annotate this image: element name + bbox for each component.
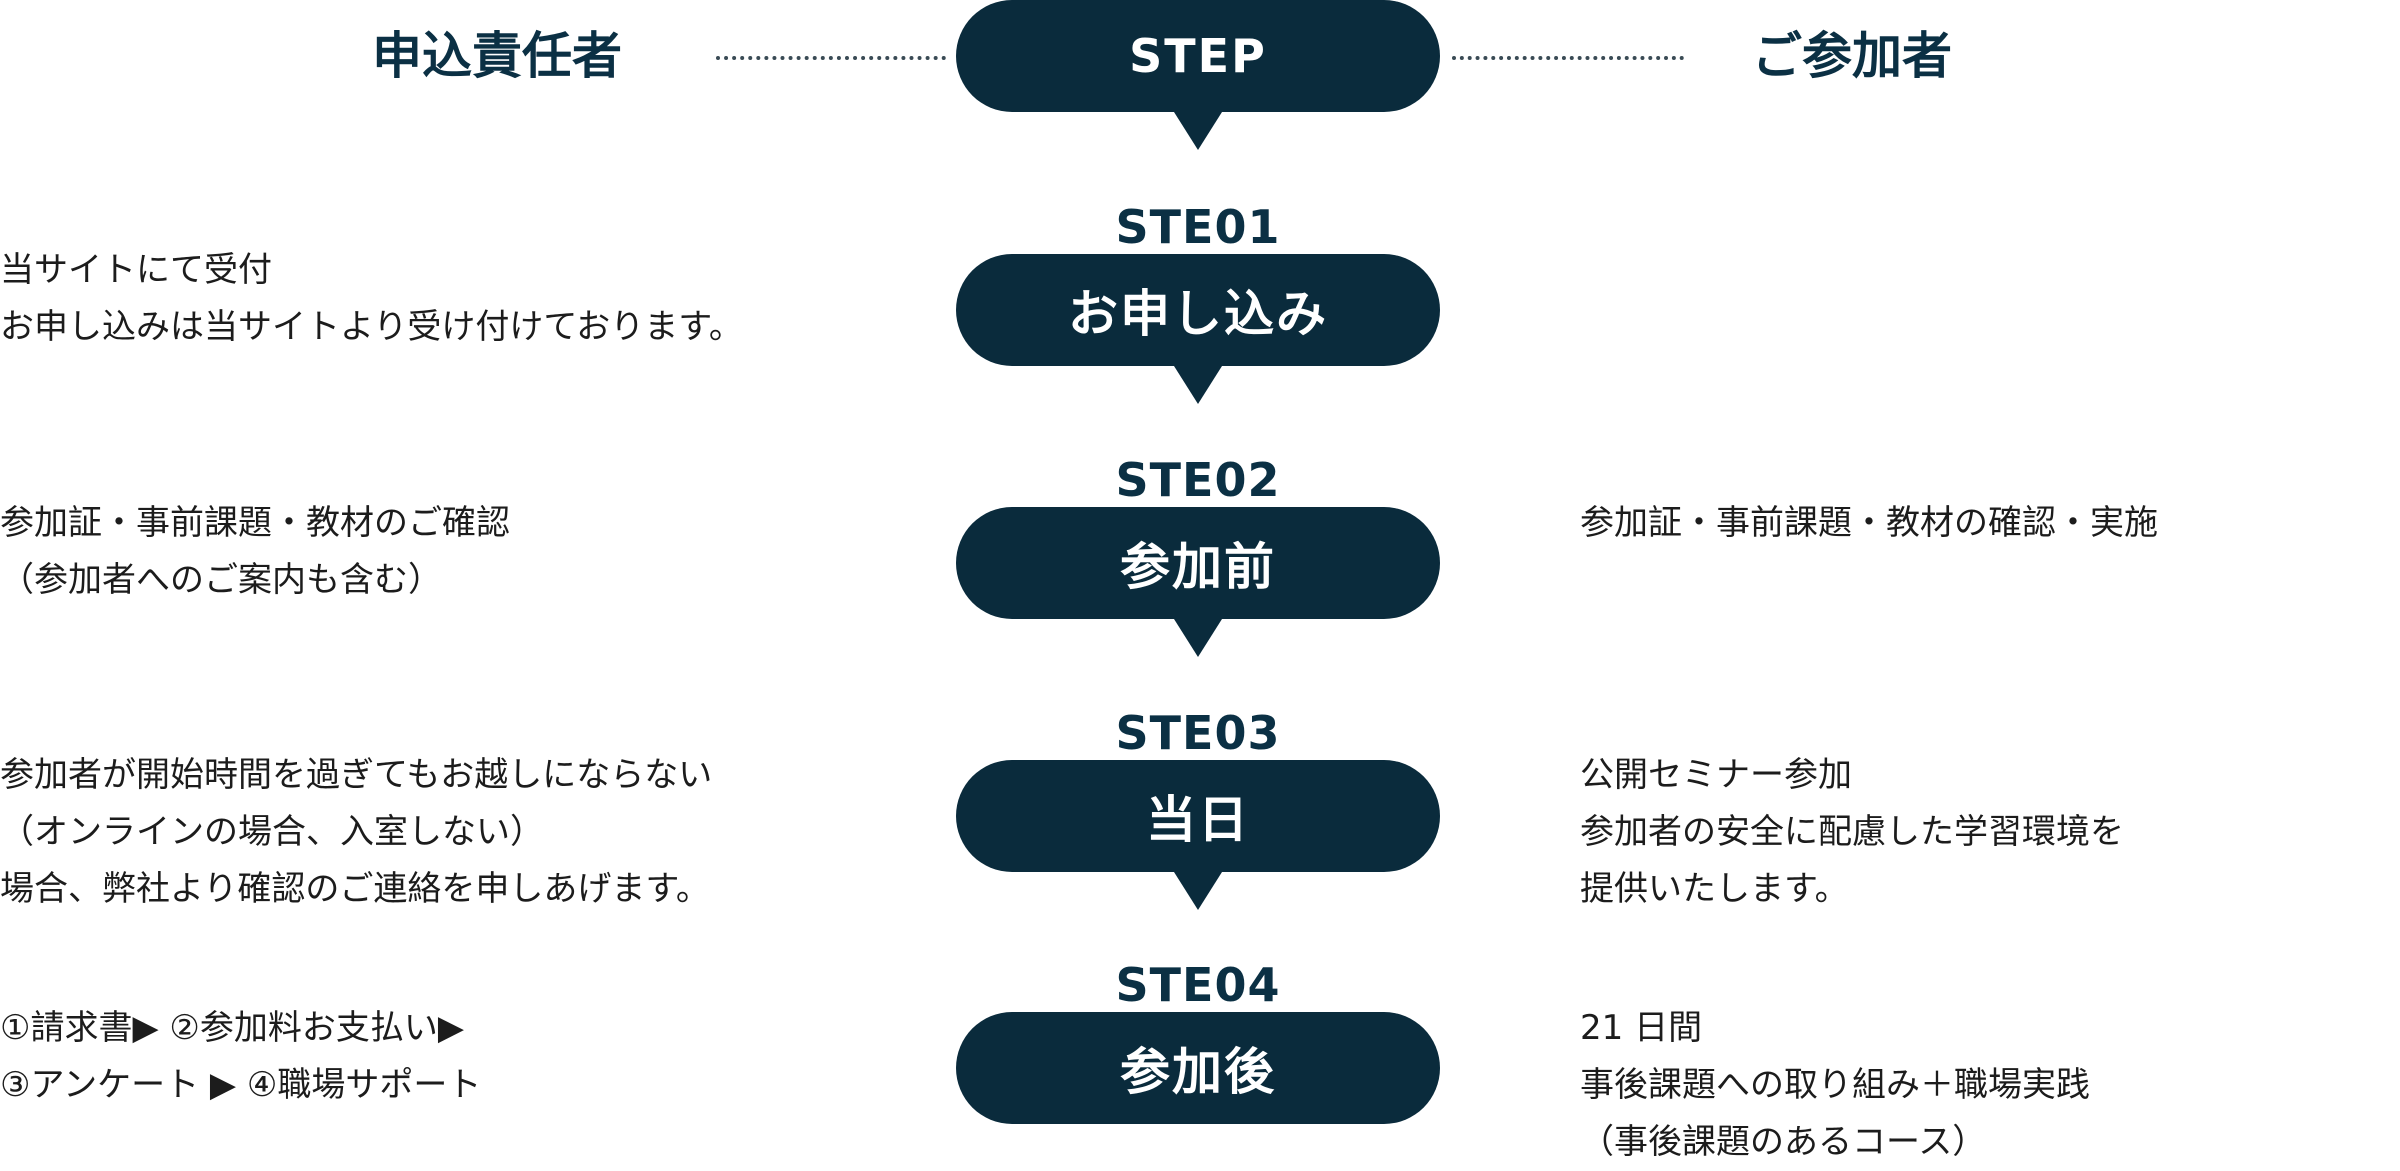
header-step-label: STEP: [1129, 29, 1267, 83]
step-3-pill: 当日: [956, 760, 1440, 910]
step-1-left-description: 当サイトにて受付 お申し込みは当サイトより受け付けております。: [0, 242, 743, 356]
step-3-right-line: 公開セミナー参加: [1580, 755, 1852, 795]
header-right-title: ご参加者: [1752, 27, 1952, 85]
step-2-pill: 参加前: [956, 507, 1440, 657]
step-2-label: STE02: [1115, 453, 1281, 507]
step-4-label: STE04: [1115, 958, 1281, 1012]
step-4-right-line: 事後課題への取り組み＋職場実践: [1580, 1065, 2090, 1105]
step-2-left-line: 参加証・事前課題・教材のご確認: [0, 503, 510, 543]
step-3-left-line: 参加者が開始時間を過ぎてもお越しにならない: [0, 755, 713, 795]
step-4-left-description: ①請求書▶ ②参加料お支払い▶ ③アンケート ▶ ④職場サポート: [0, 1000, 481, 1114]
step-4-right-line: 21 日間: [1580, 1008, 1703, 1048]
step-4-left-line: ③アンケート ▶ ④職場サポート: [0, 1065, 482, 1105]
step-2-right-line: 参加証・事前課題・教材の確認・実施: [1580, 503, 2158, 543]
step-2-left-description: 参加証・事前課題・教材のご確認 （参加者へのご案内も含む）: [0, 495, 510, 609]
step-4-left-line: ①請求書▶ ②参加料お支払い▶: [0, 1008, 465, 1048]
step-1-left-line: 当サイトにて受付: [0, 250, 272, 290]
step-1-label: STE01: [1115, 200, 1281, 254]
step-3-left-line: 場合、弊社より確認のご連絡を申しあげます。: [0, 869, 710, 909]
step-4-right-line: （事後課題のあるコース）: [1580, 1122, 1987, 1162]
step-3-right-line: 参加者の安全に配慮した学習環境を: [1580, 812, 2124, 852]
step-4-right-description: 21 日間 事後課題への取り組み＋職場実践 （事後課題のあるコース）: [1580, 1000, 2090, 1171]
step-3-label: STE03: [1115, 706, 1281, 760]
step-3-right-line: 提供いたします。: [1580, 869, 1849, 909]
step-2-right-description: 参加証・事前課題・教材の確認・実施: [1580, 495, 2158, 552]
step-1-left-line: お申し込みは当サイトより受け付けております。: [0, 307, 743, 347]
step-4-pill: 参加後: [956, 1012, 1440, 1124]
step-4-title: 参加後: [1120, 1043, 1276, 1101]
step-3-left-line: （オンラインの場合、入室しない）: [0, 812, 544, 852]
step-3-right-description: 公開セミナー参加 参加者の安全に配慮した学習環境を 提供いたします。: [1580, 747, 2124, 918]
step-1-title: お申し込み: [1068, 285, 1328, 343]
step-2-left-line: （参加者へのご案内も含む）: [0, 560, 442, 600]
header-left-title: 申込責任者: [372, 27, 622, 85]
step-3-title: 当日: [1146, 791, 1250, 849]
header-right-dotted-connector: [1452, 56, 1684, 60]
header-left-dotted-connector: [716, 56, 946, 60]
step-1-pill: お申し込み: [956, 254, 1440, 404]
step-2-title: 参加前: [1120, 538, 1276, 596]
header-step-pill: STEP: [956, 0, 1440, 150]
step-3-left-description: 参加者が開始時間を過ぎてもお越しにならない （オンラインの場合、入室しない） 場…: [0, 747, 712, 918]
